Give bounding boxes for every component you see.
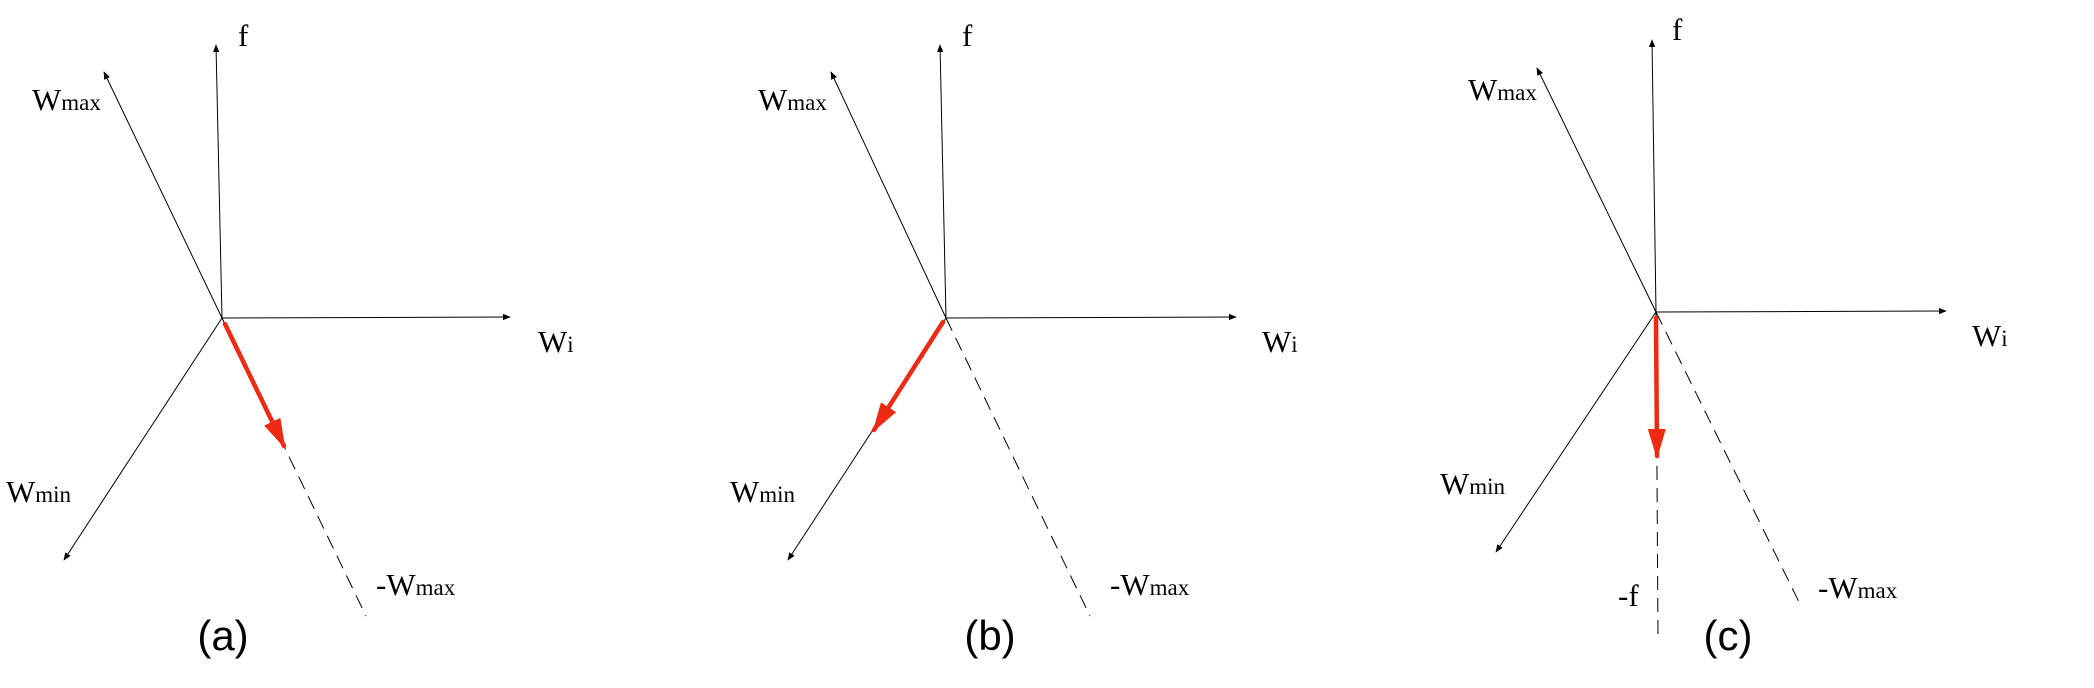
wi-axis	[221, 313, 511, 321]
label-wi: Wi	[1262, 324, 1298, 359]
label-sub-max: max	[61, 90, 101, 115]
f-axis	[1648, 39, 1657, 313]
label-w: W	[1262, 324, 1292, 359]
neg-wmax-dashed-line	[945, 317, 1091, 617]
red-arrow	[222, 321, 287, 449]
label-w: W	[32, 82, 62, 117]
wmin-axis	[63, 317, 223, 561]
label-neg-w: -W	[376, 567, 416, 602]
wi-axis	[945, 313, 1237, 321]
label-sub-max: max	[1858, 578, 1898, 603]
label-sub-min: min	[35, 482, 71, 507]
caption-b: (b)	[964, 612, 1015, 659]
label-wmax: Wmax	[758, 82, 827, 117]
caption-c: (c)	[1704, 612, 1753, 659]
label-w: W	[6, 474, 36, 509]
label-sub-max: max	[1497, 80, 1537, 105]
red-arrow	[1647, 315, 1666, 459]
panel-a: f Wmax Wi Wmin -Wmax (a)	[6, 18, 574, 659]
f-axis	[936, 44, 947, 319]
label-sub-i: i	[1291, 332, 1297, 357]
label-sub-i: i	[567, 332, 573, 357]
label-f: f	[1672, 12, 1683, 47]
label-w: W	[758, 82, 788, 117]
f-axis	[212, 44, 223, 319]
neg-wmax-dashed-line	[1655, 311, 1802, 607]
label-w: W	[538, 324, 568, 359]
caption-a: (a)	[197, 612, 248, 659]
label-sub-max: max	[787, 90, 827, 115]
red-arrow	[871, 319, 946, 433]
label-f: f	[238, 18, 249, 53]
wmin-axis	[1495, 311, 1657, 553]
label-sub-i: i	[2001, 326, 2007, 351]
label-f: f	[962, 18, 973, 53]
panel-b: f Wmax Wi Wmin -Wmax (b)	[730, 18, 1298, 659]
panel-c: f Wmax Wi Wmin -Wmax -f (c)	[1440, 12, 2008, 659]
label-wmin: Wmin	[730, 474, 796, 509]
wmax-axis	[830, 71, 947, 319]
label-wi: Wi	[1972, 318, 2008, 353]
label-neg-wmax: -Wmax	[1110, 567, 1190, 602]
label-wmax: Wmax	[32, 82, 101, 117]
label-neg-w: -W	[1818, 570, 1858, 605]
label-neg-wmax: -Wmax	[1818, 570, 1898, 605]
label-sub-min: min	[759, 482, 795, 507]
label-w: W	[1440, 466, 1470, 501]
label-sub-max: max	[416, 575, 456, 600]
label-neg-w: -W	[1110, 567, 1150, 602]
label-w: W	[730, 474, 760, 509]
label-w: W	[1468, 72, 1498, 107]
wi-axis	[1655, 307, 1947, 315]
wmax-axis	[103, 71, 223, 319]
label-w: W	[1972, 318, 2002, 353]
label-neg-wmax: -Wmax	[376, 567, 456, 602]
label-wmax: Wmax	[1468, 72, 1537, 107]
label-wi: Wi	[538, 324, 574, 359]
label-sub-max: max	[1150, 575, 1190, 600]
label-neg-f: -f	[1618, 578, 1639, 613]
wmax-axis	[1536, 67, 1657, 313]
label-wmin: Wmin	[1440, 466, 1506, 501]
label-wmin: Wmin	[6, 474, 72, 509]
label-sub-min: min	[1469, 474, 1505, 499]
